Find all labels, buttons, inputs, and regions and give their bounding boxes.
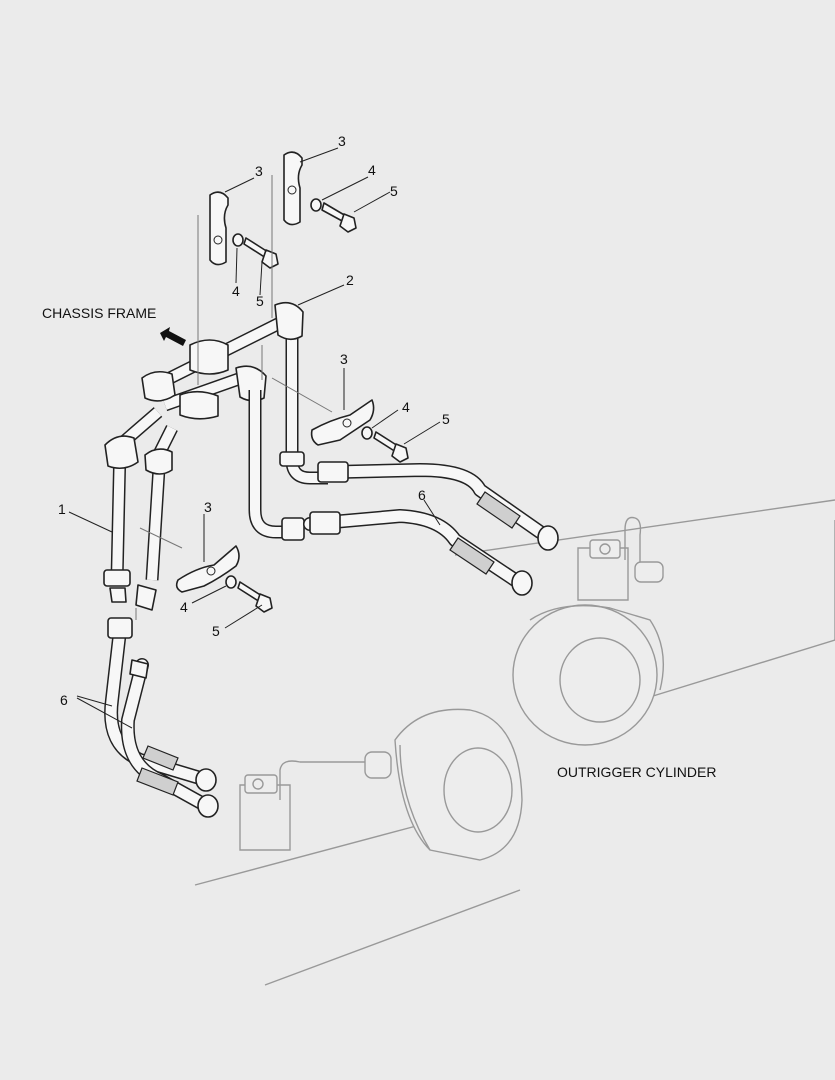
callout-1: 1 — [58, 501, 66, 517]
callout-3-middle: 3 — [340, 351, 348, 367]
alignment-guides — [135, 175, 333, 620]
callout-6-left: 6 — [60, 692, 68, 708]
outrigger-cylinder-right — [454, 499, 835, 746]
pipe-assembly-2 — [141, 301, 328, 541]
clamp-set-top-right — [283, 151, 357, 233]
callout-4-top-left: 4 — [232, 283, 240, 299]
callout-6-right: 6 — [418, 487, 426, 503]
leader-lines — [68, 147, 441, 729]
clamp-set-lower — [175, 545, 273, 613]
callout-5-lower: 5 — [212, 623, 220, 639]
outrigger-cylinder-label: OUTRIGGER CYLINDER — [557, 764, 716, 780]
clamp-set-top-left — [209, 191, 279, 269]
callout-5-top-right: 5 — [390, 183, 398, 199]
hoses-left — [104, 617, 219, 818]
clamp-set-middle — [310, 399, 409, 463]
callout-5-middle: 5 — [442, 411, 450, 427]
callout-4-lower: 4 — [180, 599, 188, 615]
callout-3-top-right: 3 — [338, 133, 346, 149]
callout-2: 2 — [346, 272, 354, 288]
outrigger-cylinder-left — [194, 708, 523, 986]
chassis-frame-label: CHASSIS FRAME — [42, 305, 156, 321]
hoses-right — [303, 461, 559, 596]
callout-3-top-left: 3 — [255, 163, 263, 179]
chassis-frame-arrow — [160, 327, 186, 346]
callout-numbers: 1 2 3 3 3 3 4 4 4 4 5 5 5 5 6 6 — [58, 133, 450, 708]
callout-3-lower: 3 — [204, 499, 212, 515]
callout-4-top-right: 4 — [368, 162, 376, 178]
callout-4-middle: 4 — [402, 399, 410, 415]
callout-5-top-left: 5 — [256, 293, 264, 309]
pipe-1 — [103, 407, 178, 611]
